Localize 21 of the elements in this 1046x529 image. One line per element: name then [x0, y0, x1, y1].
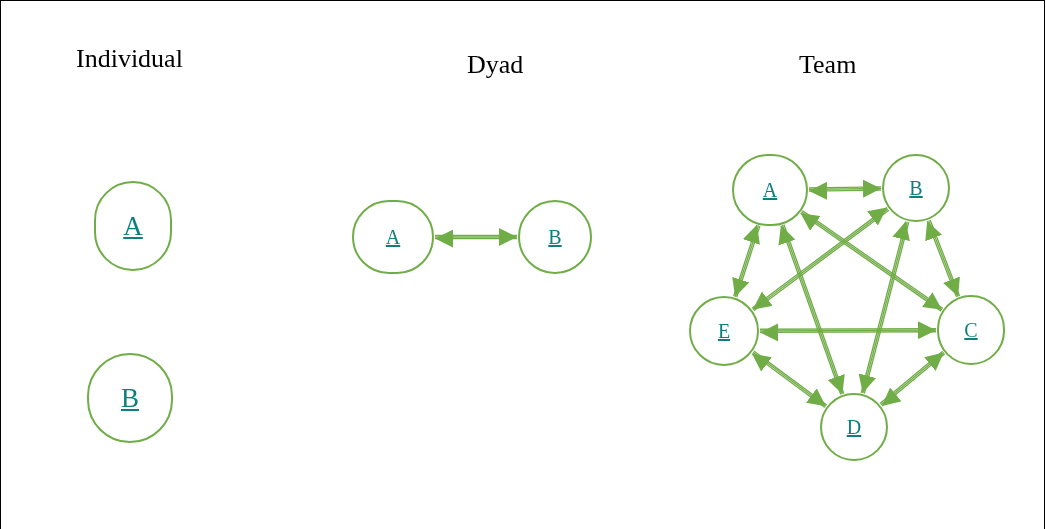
double-arrow — [434, 228, 518, 248]
double-arrow — [879, 350, 946, 407]
node-label: A — [123, 212, 143, 240]
double-arrow — [732, 224, 761, 298]
double-arrow — [759, 321, 937, 342]
group-title: Dyad — [467, 52, 524, 78]
node-label: B — [548, 227, 562, 247]
double-arrow — [858, 220, 910, 395]
node-label: D — [846, 417, 862, 437]
node-label: B — [121, 384, 139, 412]
node-label: C — [964, 320, 978, 340]
node-label: A — [385, 227, 401, 247]
double-arrow — [751, 206, 890, 312]
double-arrow — [799, 209, 944, 312]
double-arrow — [751, 350, 828, 409]
node-label: B — [909, 178, 923, 198]
node-label: E — [717, 321, 731, 341]
group-title: Individual — [76, 46, 183, 72]
node-label: A — [762, 180, 778, 200]
group-title: Team — [799, 52, 857, 78]
double-arrow — [808, 179, 882, 200]
